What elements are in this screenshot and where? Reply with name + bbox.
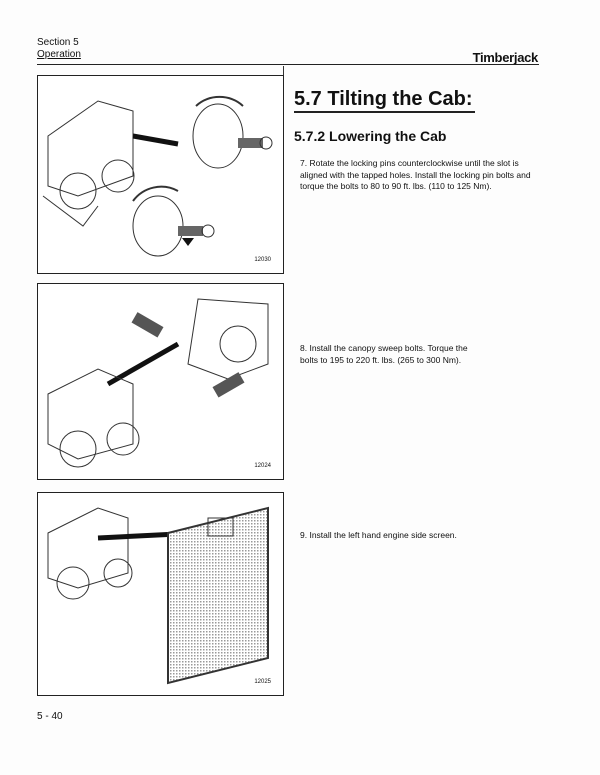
figure-number: 12024 <box>254 463 271 469</box>
step-7: 7. Rotate the locking pins counterclockw… <box>300 158 540 193</box>
step-text: Rotate the locking pins counterclockwise… <box>300 158 531 191</box>
step-number: 8. <box>300 343 308 353</box>
figure-locking-pins: 12030 <box>37 75 284 274</box>
page-number: 5 - 40 <box>37 711 63 722</box>
step-number: 7. <box>300 158 308 168</box>
figure-number: 12025 <box>254 679 271 685</box>
chapter-label: Operation <box>37 49 81 60</box>
brand-logo: Timberjack <box>472 50 539 65</box>
section-label: Section 5 <box>37 37 79 48</box>
figure-side-screen: 12025 <box>37 492 284 696</box>
locking-pin-illustration <box>42 96 273 257</box>
header-rule <box>37 64 539 65</box>
section-header: Section 5 Operation <box>37 37 81 61</box>
canopy-bolt-illustration <box>47 298 269 468</box>
step-number: 9. <box>300 530 308 540</box>
step-8: 8. Install the canopy sweep bolts. Torqu… <box>300 343 470 366</box>
step-text: Install the canopy sweep bolts. Torque t… <box>300 343 468 365</box>
figure-canopy-bolts: 12024 <box>37 283 284 480</box>
section-title: 5.7 Tilting the Cab: <box>294 88 475 113</box>
figure-number: 12030 <box>254 257 271 263</box>
side-screen-illustration <box>47 506 269 685</box>
step-9: 9. Install the left hand engine side scr… <box>300 530 540 542</box>
step-text: Install the left hand engine side screen… <box>309 530 457 540</box>
subsection-title: 5.7.2 Lowering the Cab <box>294 128 447 144</box>
